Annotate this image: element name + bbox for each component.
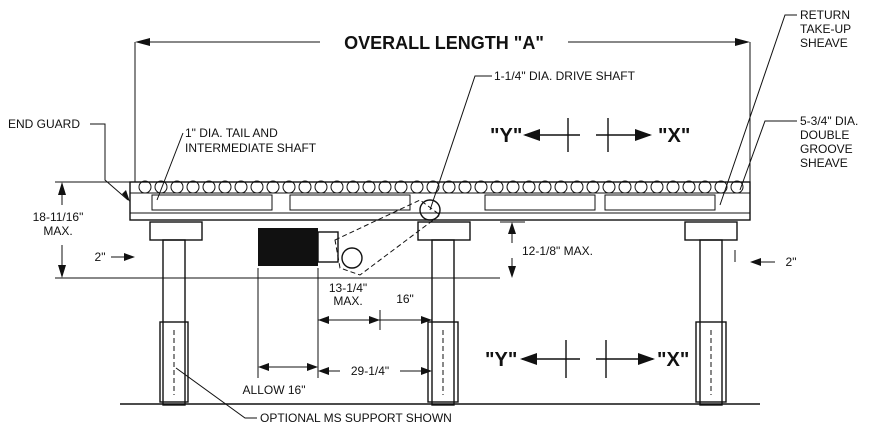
drop-max-label: 12-1/8" MAX. bbox=[522, 244, 593, 258]
roller bbox=[730, 180, 744, 194]
drive-shaft-label: 1-1/4" DIA. DRIVE SHAFT bbox=[494, 69, 636, 83]
y-label-bottom: "Y" bbox=[485, 349, 517, 371]
roller bbox=[378, 180, 392, 194]
right-offset-dimension: 2" bbox=[734, 250, 797, 269]
drop-dimension: 12-1/8" MAX. bbox=[500, 221, 593, 278]
callouts: END GUARD 1" DIA. TAIL AND INTERMEDIATE … bbox=[8, 8, 858, 425]
roller bbox=[266, 180, 280, 194]
overall-length-label: OVERALL LENGTH "A" bbox=[344, 33, 544, 53]
roller bbox=[394, 180, 408, 194]
height-dimension: 18-11/16" MAX. bbox=[33, 181, 500, 279]
direction-indicator-bottom: "Y" "X" bbox=[485, 340, 689, 378]
direction-indicator-top: "Y" "X" bbox=[490, 118, 690, 152]
roller bbox=[634, 180, 648, 194]
roller bbox=[298, 180, 312, 194]
height-max-label-2: MAX. bbox=[43, 224, 72, 238]
roller bbox=[442, 180, 456, 194]
roller bbox=[586, 180, 600, 194]
lower-dimensions: 13-1/4" MAX. 16" ALLOW 16" 29-1/4" bbox=[243, 268, 432, 397]
motor-width-label-2: MAX. bbox=[333, 294, 362, 308]
height-max-label: 18-11/16" bbox=[33, 210, 84, 224]
y-label-top: "Y" bbox=[490, 125, 522, 147]
drive-offset-label: 29-1/4" bbox=[351, 364, 389, 378]
roller bbox=[314, 180, 328, 194]
roller bbox=[346, 180, 360, 194]
drive-motor bbox=[258, 199, 441, 276]
roller bbox=[426, 180, 440, 194]
roller bbox=[250, 180, 264, 194]
roller bbox=[714, 180, 728, 194]
roller bbox=[234, 180, 248, 194]
roller bbox=[202, 180, 216, 194]
gap-label: 16" bbox=[396, 292, 414, 306]
return-takeup-label-2: TAKE-UP bbox=[800, 22, 851, 36]
roller bbox=[554, 180, 568, 194]
return-takeup-label-3: SHEAVE bbox=[800, 36, 848, 50]
roller bbox=[650, 180, 664, 194]
roller bbox=[698, 180, 712, 194]
allow-label: ALLOW 16" bbox=[243, 383, 306, 397]
roller-row bbox=[138, 180, 744, 194]
right-offset-label: 2" bbox=[786, 255, 797, 269]
roller bbox=[506, 180, 520, 194]
roller bbox=[458, 180, 472, 194]
roller bbox=[602, 180, 616, 194]
left-offset-dimension: 2" bbox=[95, 250, 135, 264]
roller bbox=[538, 180, 552, 194]
roller bbox=[522, 180, 536, 194]
roller bbox=[490, 180, 504, 194]
roller bbox=[682, 180, 696, 194]
double-sheave-label: 5-3/4" DIA. bbox=[800, 114, 858, 128]
roller bbox=[282, 180, 296, 194]
roller bbox=[570, 180, 584, 194]
x-label-bottom: "X" bbox=[657, 349, 689, 371]
roller bbox=[666, 180, 680, 194]
overall-length-dimension: OVERALL LENGTH "A" bbox=[134, 33, 751, 182]
roller bbox=[138, 180, 152, 194]
roller bbox=[474, 180, 488, 194]
roller bbox=[362, 180, 376, 194]
double-sheave-label-2: DOUBLE bbox=[800, 128, 849, 142]
motor-width-label: 13-1/4" bbox=[329, 281, 367, 295]
roller bbox=[170, 180, 184, 194]
end-guard-label: END GUARD bbox=[8, 117, 80, 131]
conveyor-bed bbox=[129, 181, 751, 221]
return-takeup-label: RETURN bbox=[800, 8, 850, 22]
roller bbox=[218, 180, 232, 194]
left-offset-label: 2" bbox=[95, 250, 106, 264]
roller bbox=[186, 180, 200, 194]
x-label-top: "X" bbox=[658, 125, 690, 147]
support-legs bbox=[120, 221, 760, 406]
roller bbox=[154, 180, 168, 194]
tail-shaft-label-2: INTERMEDIATE SHAFT bbox=[185, 141, 317, 155]
support-note-label: OPTIONAL MS SUPPORT SHOWN bbox=[260, 411, 452, 425]
double-sheave-label-4: SHEAVE bbox=[800, 156, 848, 170]
double-sheave-label-3: GROOVE bbox=[800, 142, 853, 156]
tail-shaft-label: 1" DIA. TAIL AND bbox=[185, 126, 278, 140]
roller bbox=[410, 180, 424, 194]
roller bbox=[330, 180, 344, 194]
roller bbox=[618, 180, 632, 194]
